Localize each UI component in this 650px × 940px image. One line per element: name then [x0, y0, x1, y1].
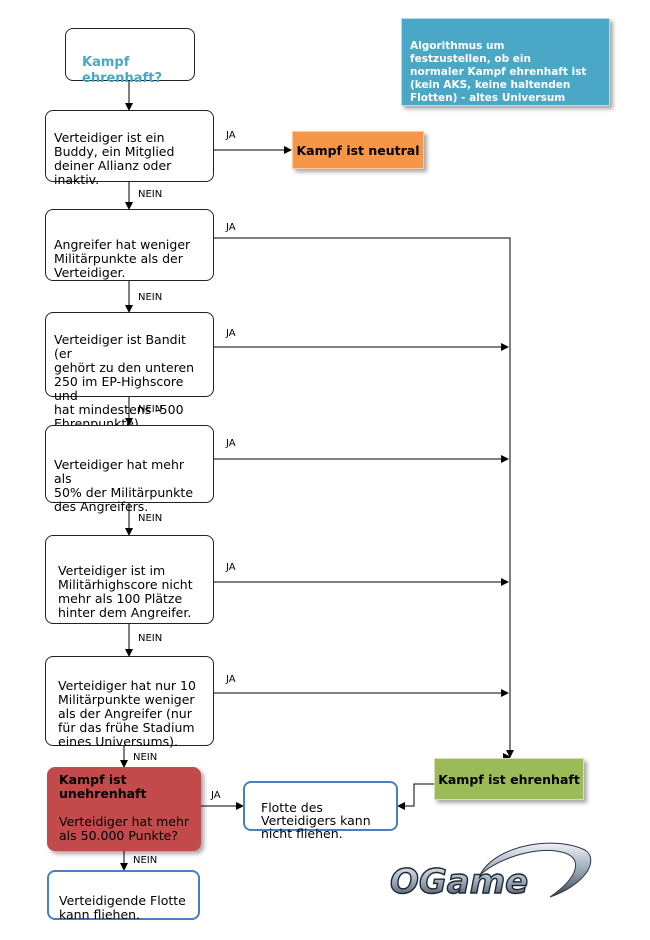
decision-highscore-text: Verteidiger ist im Militärhighscore nich…	[58, 563, 193, 620]
label-ja-7: JA	[211, 790, 221, 801]
result-dishonorable: Kampf ist unehrenhaft Verteidiger hat me…	[47, 767, 201, 851]
result-can-flee: Verteidigende Flotte kann fliehen.	[47, 870, 200, 922]
decision-bandit: Verteidiger ist Bandit (er gehört zu den…	[45, 312, 214, 431]
start-node-text: Kampf ehrenhaft?	[82, 55, 162, 86]
algorithm-note-text: Algorithmus um festzustellen, ob ein nor…	[410, 40, 587, 104]
line-d2-yes	[213, 237, 511, 757]
decision-highscore: Verteidiger ist im Militärhighscore nich…	[45, 535, 214, 624]
decision-10-points-text: Verteidiger hat nur 10 Militärpunkte wen…	[58, 678, 196, 749]
label-nein-4: NEIN	[138, 513, 163, 524]
decision-military-points: Angreifer hat weniger Militärpunkte als …	[45, 209, 214, 281]
decision-50-percent: Verteidiger hat mehr als 50% der Militär…	[45, 425, 214, 514]
result-cannot-flee-text: Flotte des Verteidigers kann nicht flieh…	[261, 800, 371, 841]
arrow-ehrenhaft-to-cannotflee	[397, 783, 434, 810]
label-nein-1: NEIN	[138, 189, 163, 200]
logo-text: OGame	[390, 862, 528, 902]
decision-50-percent-text: Verteidiger hat mehr als 50% der Militär…	[54, 457, 194, 514]
label-nein-6: NEIN	[133, 752, 158, 763]
label-ja-2: JA	[226, 222, 236, 233]
label-ja-6: JA	[226, 674, 236, 685]
algorithm-note: Algorithmus um festzustellen, ob ein nor…	[401, 18, 610, 106]
label-ja-4: JA	[226, 438, 236, 449]
decision-buddy-text: Verteidiger ist ein Buddy, ein Mitglied …	[54, 130, 175, 187]
label-nein-2: NEIN	[138, 292, 163, 303]
logo-swoosh	[479, 842, 592, 898]
decision-military-points-text: Angreifer hat weniger Militärpunkte als …	[54, 237, 191, 280]
decision-buddy: Verteidiger ist ein Buddy, ein Mitglied …	[45, 110, 214, 187]
label-nein-3: NEIN	[138, 404, 163, 415]
result-honorable-text: Kampf ist ehrenhaft	[438, 771, 580, 787]
label-nein-7: NEIN	[133, 855, 158, 866]
start-node: Kampf ehrenhaft?	[65, 28, 195, 86]
label-ja-3: JA	[226, 328, 236, 339]
label-nein-5: NEIN	[138, 633, 163, 644]
label-ja-1: JA	[226, 130, 236, 141]
result-cannot-flee: Flotte des Verteidigers kann nicht flieh…	[243, 781, 398, 840]
label-ja-5: JA	[226, 562, 236, 573]
result-dishonorable-title: Kampf ist unehrenhaft	[59, 772, 147, 801]
result-dishonorable-question: Verteidiger hat mehr als 50.000 Punkte?	[59, 814, 190, 843]
ogame-logo: OGame	[389, 842, 592, 903]
result-neutral: Kampf ist neutral	[292, 131, 424, 169]
decision-bandit-text: Verteidiger ist Bandit (er gehört zu den…	[54, 332, 195, 431]
result-honorable: Kampf ist ehrenhaft	[434, 758, 584, 800]
result-neutral-text: Kampf ist neutral	[296, 142, 420, 158]
decision-10-points: Verteidiger hat nur 10 Militärpunkte wen…	[45, 656, 214, 749]
result-can-flee-text: Verteidigende Flotte kann fliehen.	[59, 893, 186, 922]
